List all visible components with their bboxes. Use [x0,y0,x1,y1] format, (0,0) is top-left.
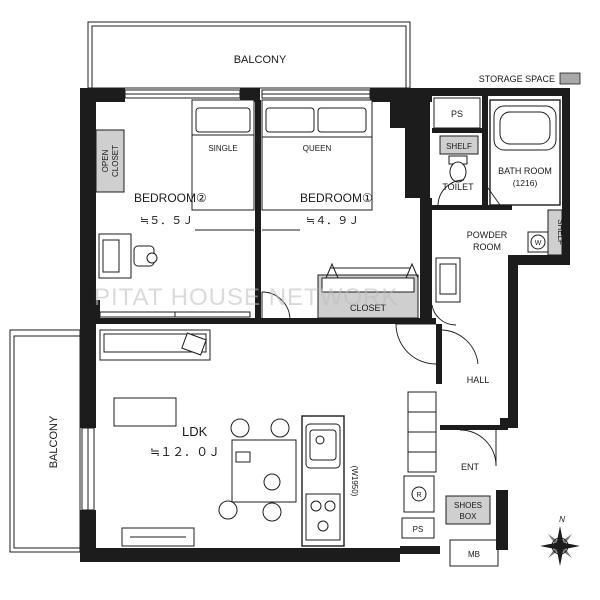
shoes-box-label-1: SHOES [454,501,482,510]
queen-label: QUEEN [303,144,332,153]
chair-2 [270,418,290,438]
mb-box [449,539,499,567]
hall-label: HALL [467,375,490,385]
storage-legend: STORAGE SPACE [479,72,581,85]
powder-room-label-2: ROOM [473,242,501,252]
toilet-shelf [439,135,479,155]
bedroom1-name: BEDROOM① [300,191,373,205]
open-closet [95,129,125,193]
bath-room-label: BATH ROOM [498,166,552,176]
toilet-label: TOILET [442,182,474,192]
mb-label: MB [468,550,480,559]
compass: N [540,515,580,566]
interior-walls [96,96,512,550]
ps-top-box [433,97,481,129]
bedroom2-name: BEDROOM② [134,191,207,205]
fridge-label: R [416,492,421,499]
ldk-name: LDK [182,424,208,439]
bath-size-label: (1216) [513,178,538,188]
storage-swatch [559,72,581,85]
balcony-left: BALCONY [9,329,81,553]
powder-shelf-label: SHELF [556,219,565,245]
stove [305,493,341,541]
chair-3 [218,500,238,520]
open-closet-label-2: CLOSET [111,145,120,177]
watermark: PITAT HOUSE NETWORK [94,284,398,311]
ps-top-label: PS [451,109,463,119]
chair-1 [230,418,250,438]
storage-space-label: STORAGE SPACE [479,74,555,84]
balcony-top: BALCONY [87,21,411,89]
fridge-box [403,475,435,513]
toilet-bowl [449,161,467,183]
wet-area: PS SHELF TOILET BATH ROOM (1216) POWDER … [431,97,565,326]
kitchen: (W1950) [301,415,359,547]
hall-entrance: HALL ENT R SHOES BOX PS MB [395,323,499,567]
closet-label: CLOSET [350,303,387,313]
kitchen-counter [301,415,345,547]
powder-room-label-1: POWDER [467,230,508,240]
toilet-shelf-label: SHELF [446,142,472,151]
balcony-left-label: BALCONY [48,415,60,468]
ldk: LDK ≒１２．０Ｊ [99,329,297,547]
bedroom2-area: ≒５．５Ｊ [140,214,193,227]
chair-4 [262,502,282,522]
ps-bottom-box [401,517,435,539]
ent-label: ENT [461,462,480,472]
windows [81,89,371,511]
north-label: N [559,515,565,524]
balcony-top-label: BALCONY [234,54,287,66]
dining-table [231,439,297,503]
bedroom-1: QUEEN BEDROOM① ≒４．９Ｊ CLOSET [261,99,419,321]
bath-room-box [489,99,561,206]
bedroom-2: OPEN CLOSET SINGLE BEDROOM② ≒５．５Ｊ [95,99,255,318]
washer-label: W [535,240,542,247]
coffee-table [113,397,177,427]
ps-bottom-label: PS [413,525,424,534]
ldk-area: ≒１２．０Ｊ [150,445,220,459]
shoes-box-label-2: BOX [460,512,478,521]
kitchen-width-label: (W1950) [350,466,359,497]
single-label: SINGLE [208,144,237,153]
bedroom1-area: ≒４．９Ｊ [306,214,359,227]
exterior-walls [80,88,570,562]
open-closet-label-1: OPEN [101,149,110,172]
shoes-box [445,495,491,525]
